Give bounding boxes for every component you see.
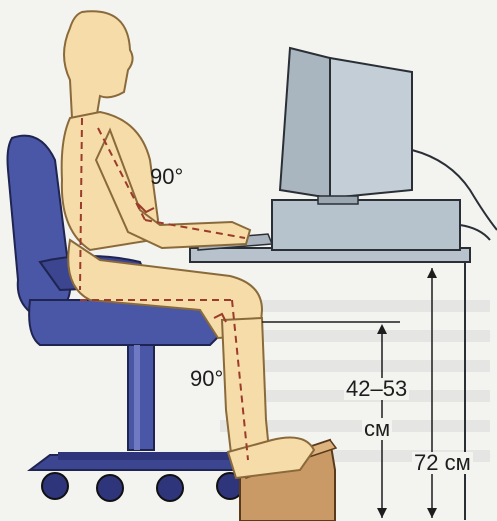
seat-height-unit-label: см xyxy=(362,418,392,440)
desk-height-label: 72 см xyxy=(412,452,473,474)
desk-height-arrow-top xyxy=(427,268,437,278)
system-unit-icon xyxy=(272,200,490,250)
seat-height-arrow-top xyxy=(377,324,387,334)
seat-height-range-label: 42–53 xyxy=(344,378,409,400)
desk-height-arrow-bottom xyxy=(427,508,437,518)
arm-angle-label: 90° xyxy=(150,166,183,188)
seat-height-arrow-bottom xyxy=(377,508,387,518)
knee-angle-label: 90° xyxy=(190,368,223,390)
